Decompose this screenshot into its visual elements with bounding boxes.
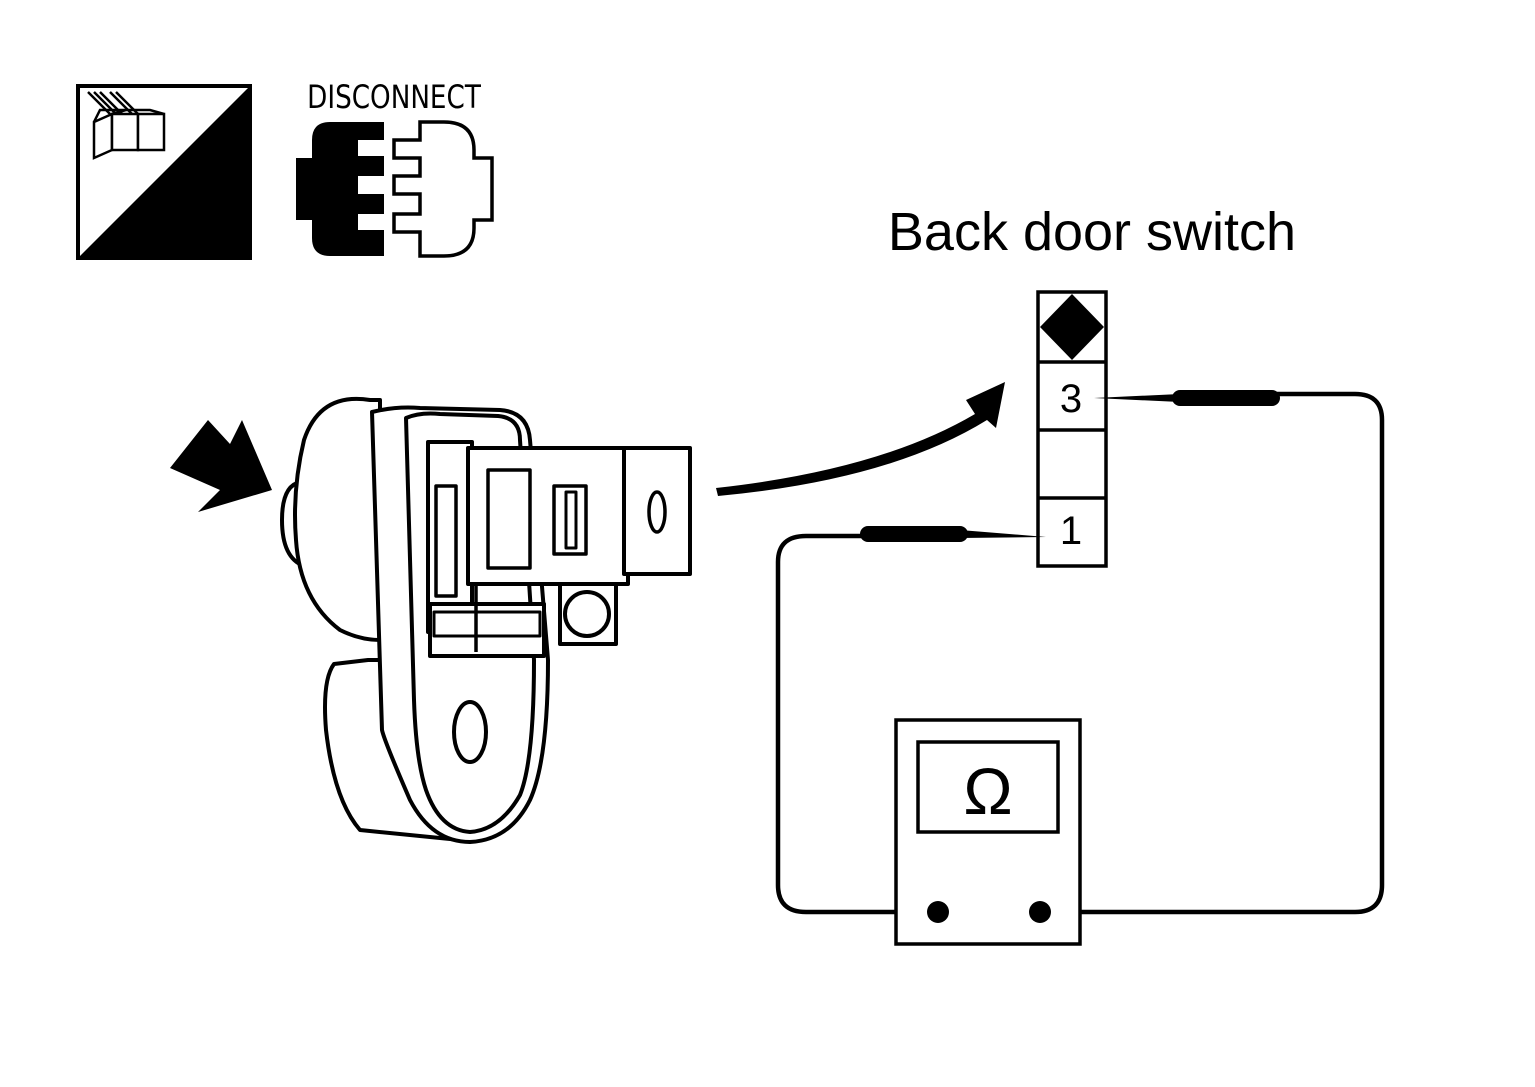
disconnect-label: DISCONNECT [307, 78, 481, 115]
connector-disconnected-icon [296, 120, 494, 258]
lead-terminal-3 [1040, 391, 1385, 915]
test-leads [775, 390, 1385, 915]
terminal-1-label: 1 [1060, 509, 1082, 553]
meter-jack-right [1029, 901, 1051, 923]
ohmmeter: Ω [894, 718, 1082, 946]
curved-arrow-icon [716, 382, 1005, 496]
ohm-symbol: Ω [963, 754, 1012, 828]
disconnect-badge: DISCONNECT [296, 78, 494, 258]
probe-tip-3 [1094, 394, 1180, 402]
probe-tip-1 [960, 530, 1046, 538]
back-door-switch-illustration [170, 396, 692, 844]
diamond-key-icon [1040, 294, 1104, 360]
ts-badge: T.S. [76, 84, 252, 260]
lead-terminal-1 [775, 533, 938, 915]
switch-title: Back door switch [888, 202, 1296, 262]
meter-jack-left [927, 901, 949, 923]
terminal-3-label: 3 [1060, 377, 1082, 421]
ts-label: T.S. [147, 190, 241, 260]
pointer-arrow-icon [170, 420, 272, 512]
connector-face: Back door switch 3 1 [888, 202, 1296, 568]
connector-icon [87, 91, 166, 160]
